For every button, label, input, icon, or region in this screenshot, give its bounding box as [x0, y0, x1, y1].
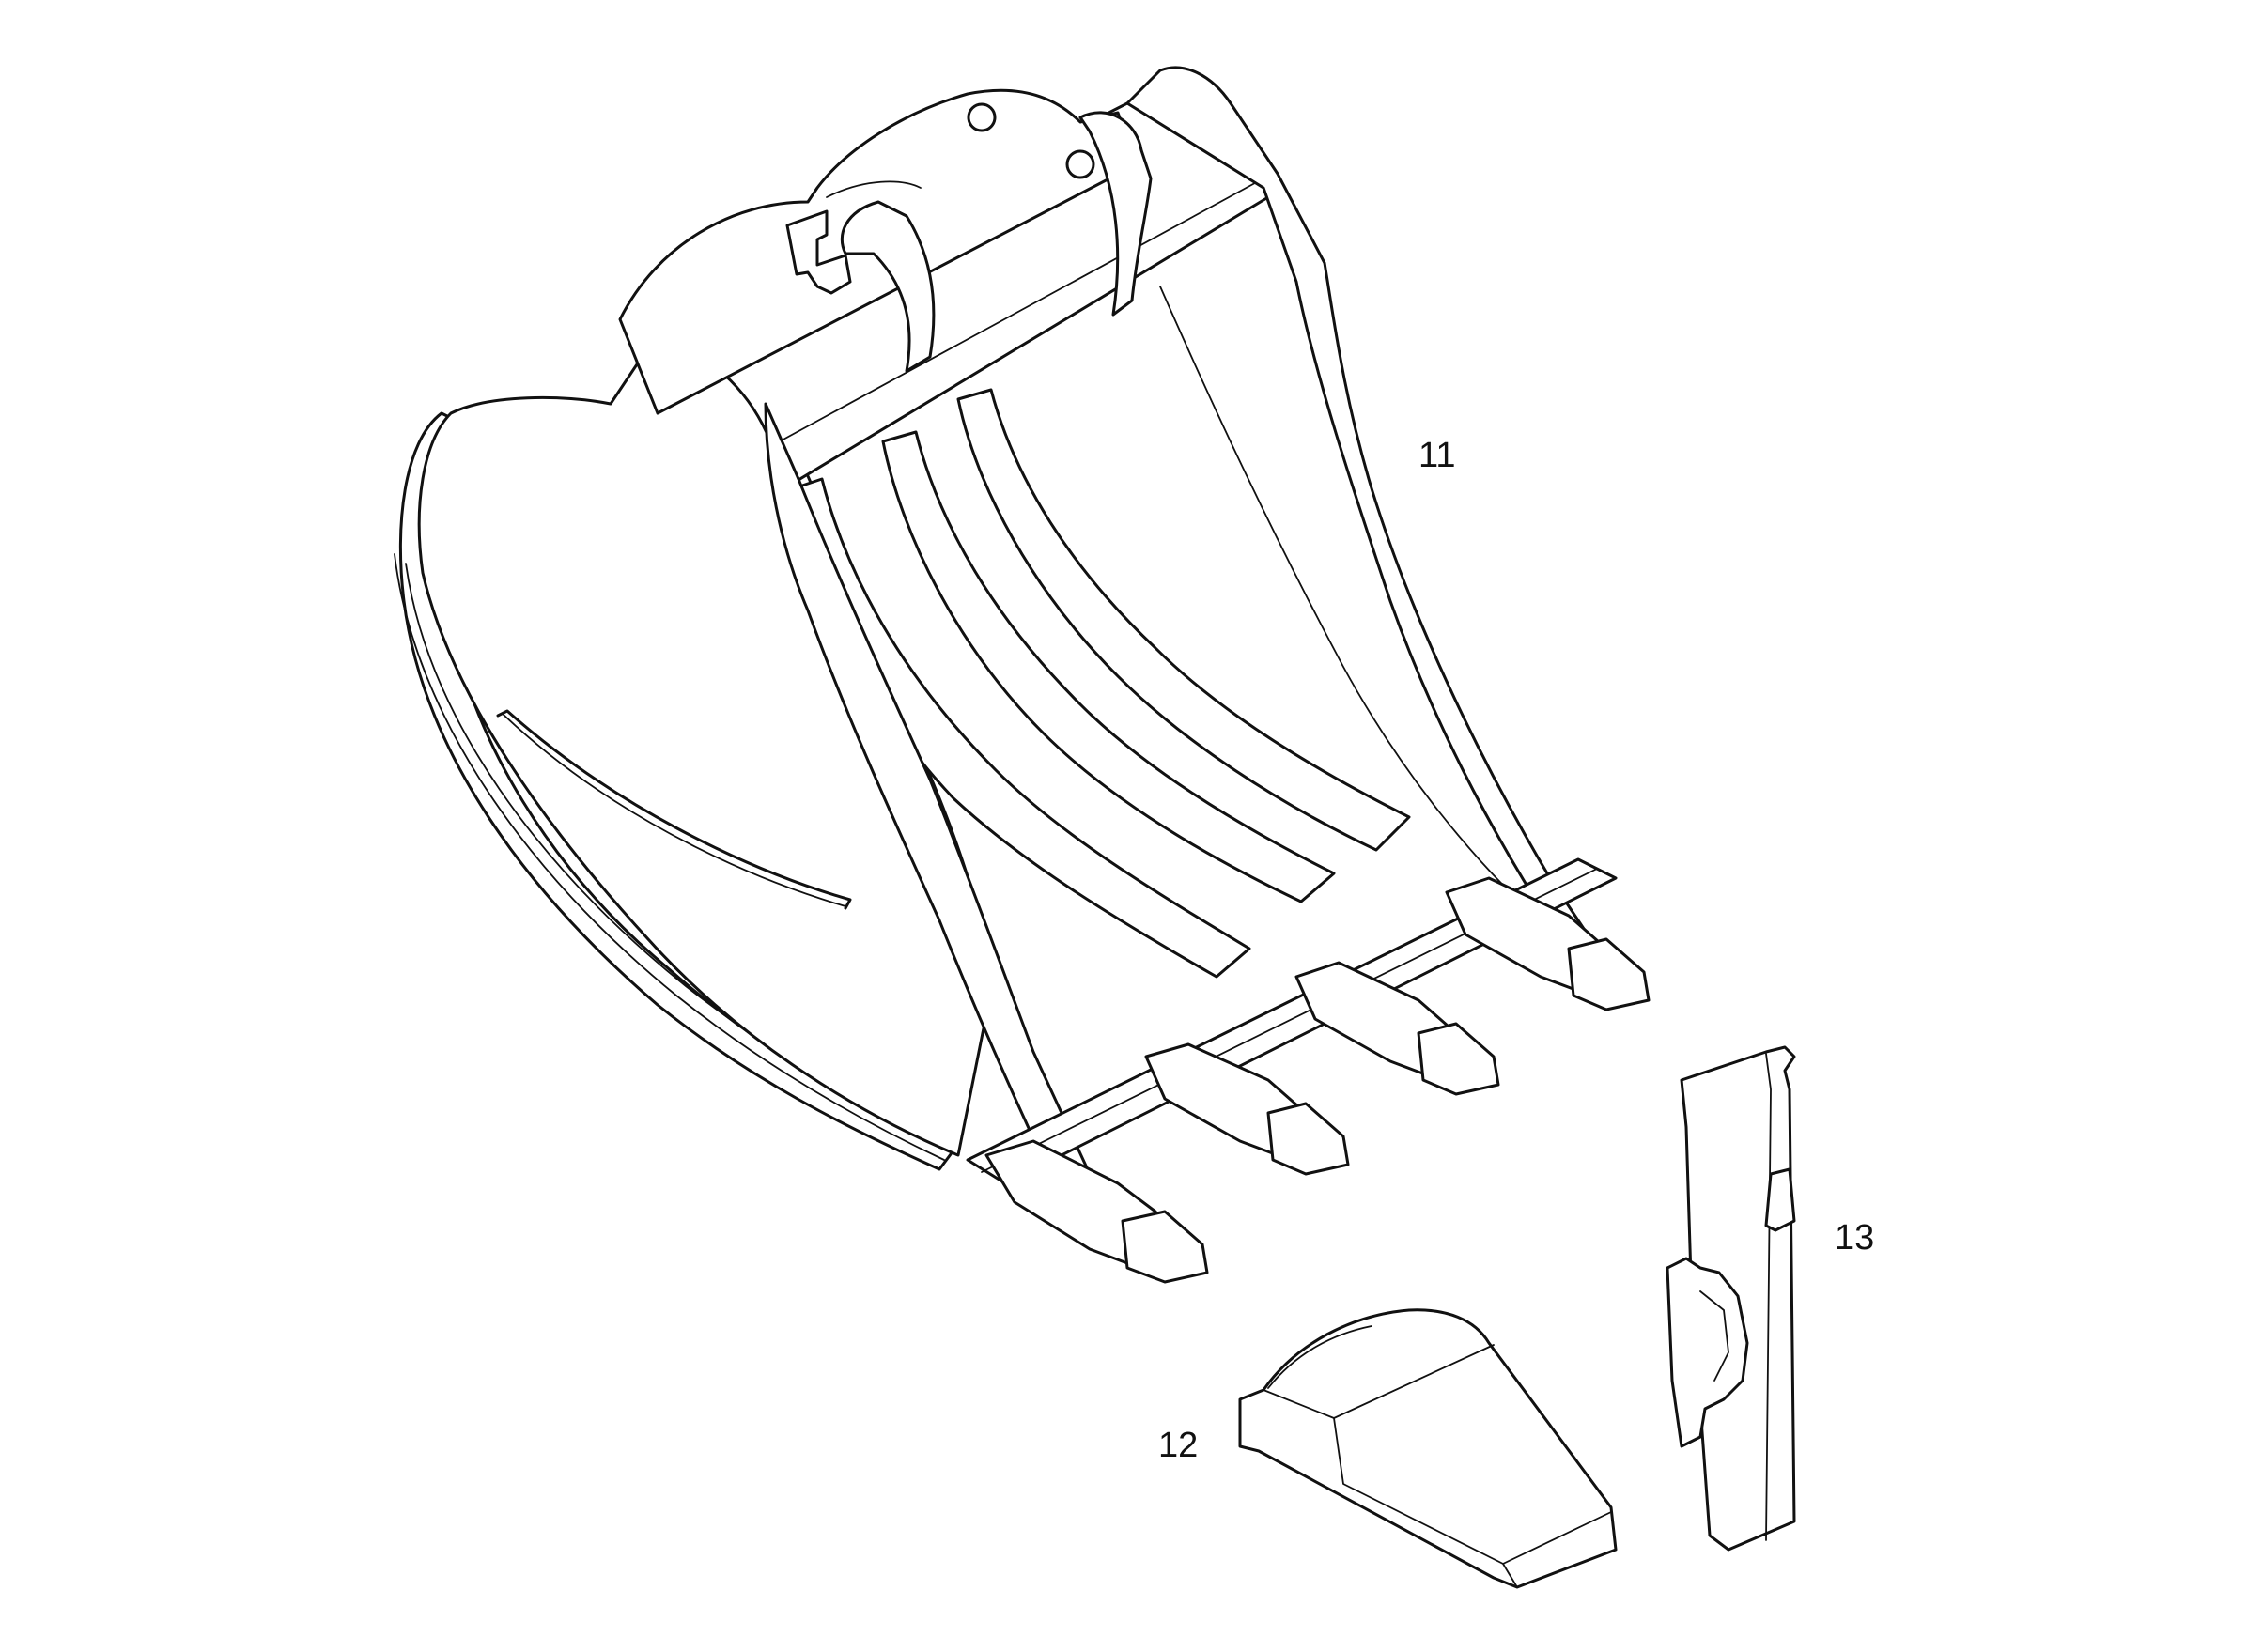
wear-strip-3 — [956, 388, 1411, 852]
adapter-lock-pin — [1666, 1257, 1749, 1448]
callout-label-11: 11 — [1418, 436, 1455, 475]
tooth-tip-ridge-2 — [1333, 1417, 1612, 1565]
lug-pin-hole-2 — [1065, 149, 1095, 179]
adapter-lock-part — [1666, 1045, 1796, 1552]
bucket-side-rib — [502, 713, 846, 907]
adapter-top-clip — [1764, 1167, 1796, 1232]
tooth-tip-body — [1238, 1308, 1618, 1589]
callout-label-12: 12 — [1158, 1426, 1198, 1465]
adapter-lock-pin-detail — [1699, 1290, 1729, 1382]
bucket-mounting-lug-right — [1078, 111, 1153, 317]
wear-strip-2 — [881, 430, 1336, 903]
tooth-4 — [1445, 876, 1651, 1011]
tooth-tip-2 — [1266, 1102, 1350, 1176]
tooth-tip-edge — [1502, 1563, 1518, 1588]
bucket-rear-wall-curve — [826, 180, 922, 198]
tooth-tip-4 — [1567, 937, 1651, 1011]
lug-pin-hole-1 — [967, 102, 997, 132]
bucket-left-rail — [764, 402, 1092, 1181]
tooth-3 — [1294, 961, 1500, 1096]
bucket-back-edge-1 — [394, 553, 945, 1161]
bucket-right-plate-inner-curve — [1159, 286, 1551, 931]
tooth-tip-arc — [1267, 1325, 1372, 1389]
bucket-top-beam-edge — [779, 178, 1264, 442]
tooth-tip-part — [1238, 1308, 1618, 1589]
adapter-side-edge — [1765, 1053, 1772, 1541]
tooth-tip-1 — [1121, 1210, 1209, 1284]
bucket-right-side-plate — [1125, 66, 1599, 960]
bucket-mounting-lug-left — [840, 200, 936, 373]
callout-label-13: 13 — [1835, 1218, 1874, 1258]
bucket-assembly — [394, 66, 1651, 1284]
tooth-1 — [984, 1139, 1209, 1284]
bucket-side-rib-upper — [496, 709, 852, 910]
tooth-tip-3 — [1417, 1022, 1500, 1096]
bucket-top-bracket — [785, 209, 852, 295]
tooth-2 — [1144, 1042, 1350, 1176]
bucket-cutting-edge — [966, 857, 1618, 1185]
